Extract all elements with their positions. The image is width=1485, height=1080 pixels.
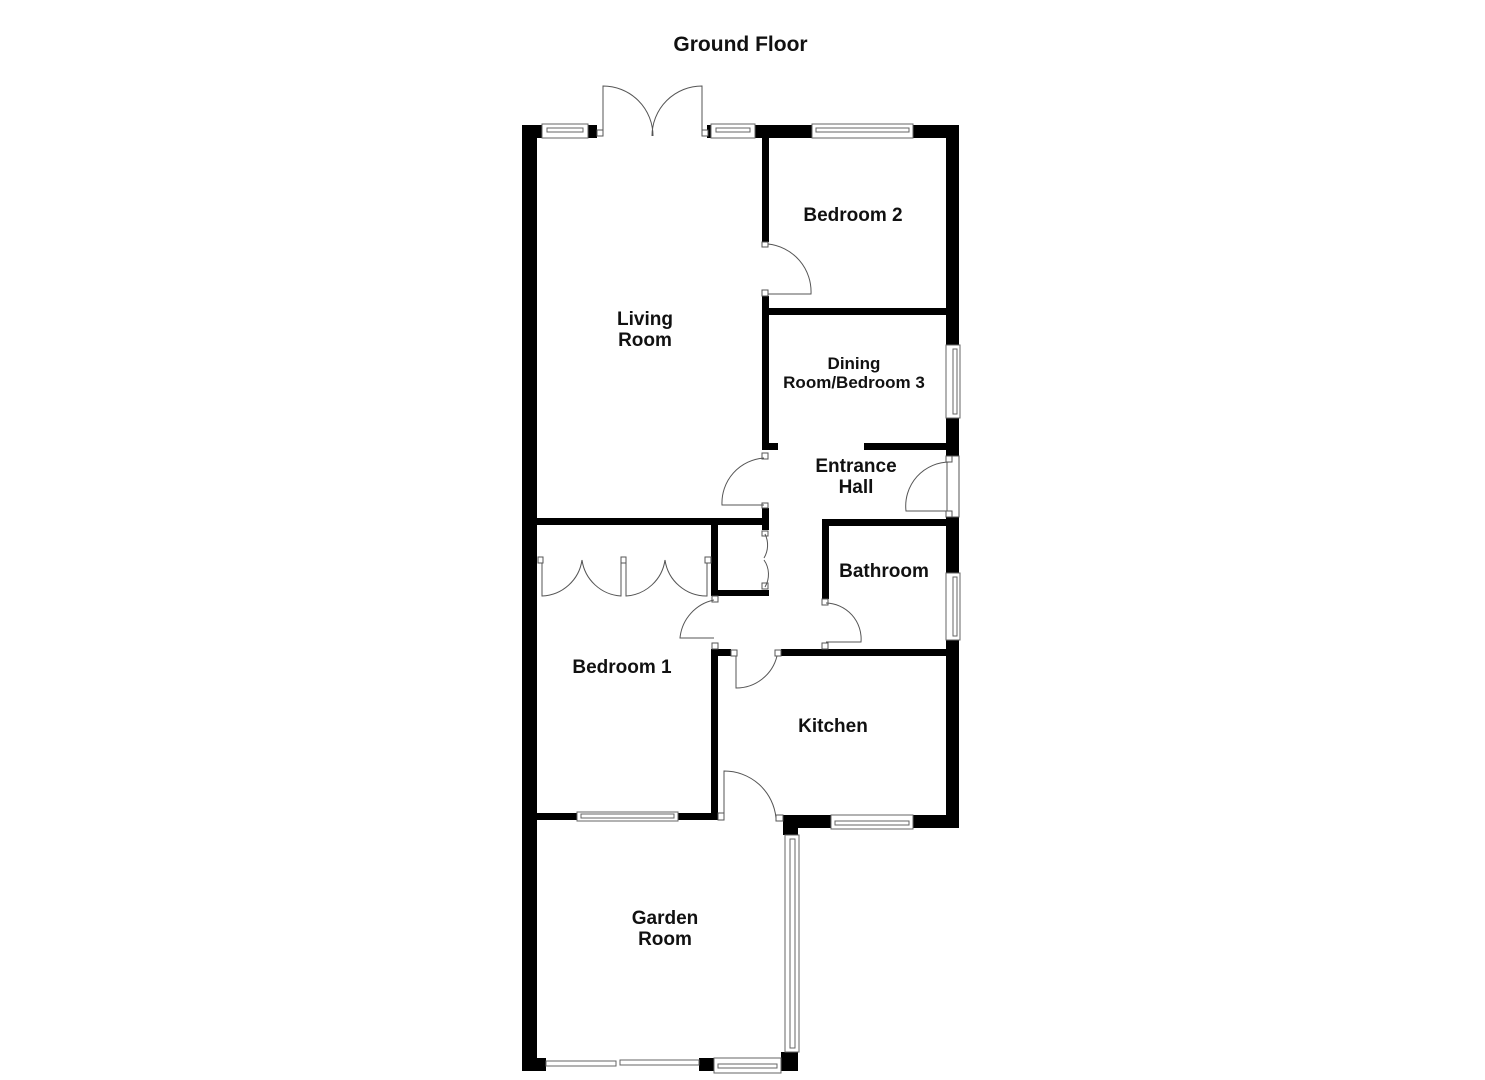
floor-title-text: Ground Floor <box>673 33 808 56</box>
dining-room-line1: Dining <box>827 354 881 373</box>
front-door <box>905 455 960 518</box>
bedroom-1-line1: Bedroom 1 <box>572 657 672 678</box>
room-label-dining-room: Dining Room/Bedroom 3 <box>783 354 925 392</box>
door-bathroom <box>821 598 862 650</box>
window-living-right <box>710 123 756 139</box>
garden-room-line2: Room <box>638 929 692 950</box>
room-label-kitchen: Kitchen <box>798 716 868 737</box>
dining-room-line2: Room/Bedroom 3 <box>783 373 925 392</box>
sliding-door-garden <box>545 1059 700 1067</box>
window-dining <box>945 344 961 419</box>
door-bedroom-1 <box>679 595 719 650</box>
room-label-bedroom-1: Bedroom 1 <box>572 657 671 678</box>
french-doors-living <box>596 85 709 137</box>
room-label-entrance-hall: Entrance Hall <box>815 456 896 498</box>
room-label-bathroom: Bathroom <box>839 561 929 582</box>
door-kitchen-garden <box>717 770 784 822</box>
door-bedroom-2 <box>761 241 812 297</box>
windows <box>541 123 961 1074</box>
window-bedroom-1 <box>576 811 679 822</box>
room-label-bedroom-2: Bedroom 2 <box>803 205 902 226</box>
cupboard-doors <box>761 530 769 590</box>
living-room-line1: Living <box>617 309 673 330</box>
door-living-hall <box>721 452 769 509</box>
floor-title: Ground Floor <box>0 33 1485 57</box>
door-kitchen-hall <box>730 649 782 689</box>
room-label-garden-room: Garden Room <box>632 908 699 950</box>
window-kitchen <box>830 814 914 830</box>
exterior-walls <box>522 125 959 1071</box>
wardrobe-doors <box>537 556 712 597</box>
window-living-left <box>541 123 589 139</box>
garden-room-line1: Garden <box>631 908 699 929</box>
window-bedroom-2 <box>811 123 914 139</box>
interior-walls <box>537 138 952 820</box>
doors <box>537 85 960 822</box>
bedroom-2-line1: Bedroom 2 <box>803 205 903 226</box>
window-garden-bottom <box>713 1057 782 1074</box>
room-label-living-room: Living Room <box>617 309 673 351</box>
entrance-hall-line2: Hall <box>838 477 874 498</box>
entrance-hall-line1: Entrance <box>815 456 897 477</box>
kitchen-line1: Kitchen <box>798 716 868 737</box>
bathroom-line1: Bathroom <box>839 561 929 582</box>
window-garden-side <box>784 834 800 1053</box>
living-room-line2: Room <box>618 330 672 351</box>
window-bathroom <box>945 572 961 641</box>
